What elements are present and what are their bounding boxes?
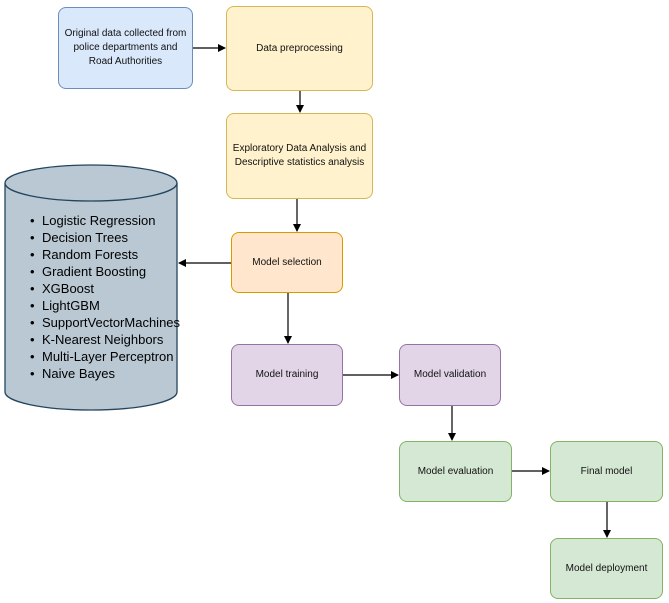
- model-item: Random Forests: [30, 246, 190, 263]
- node-data-preprocessing: Data preprocessing: [226, 6, 373, 91]
- model-item: K-Nearest Neighbors: [30, 331, 190, 348]
- node-original-data: Original data collected from police depa…: [58, 7, 193, 89]
- node-model-validation: Model validation: [399, 344, 501, 406]
- model-item: LightGBM: [30, 297, 190, 314]
- node-model-training-label: Model training: [255, 369, 319, 380]
- node-model-evaluation-label: Model evaluation: [417, 465, 494, 477]
- model-list: Logistic Regression Decision Trees Rando…: [30, 212, 190, 382]
- node-eda: Exploratory Data Analysis and Descriptiv…: [226, 113, 373, 199]
- model-item: SupportVectorMachines: [30, 314, 190, 331]
- node-model-deployment-label: Model deployment: [565, 562, 648, 574]
- node-model-deployment: Model deployment: [550, 538, 663, 599]
- model-item: Gradient Boosting: [30, 263, 190, 280]
- node-original-data-label: Original data collected from police depa…: [64, 28, 187, 67]
- model-item: XGBoost: [30, 280, 190, 297]
- model-item: Decision Trees: [30, 229, 190, 246]
- node-model-selection: Model selection: [231, 232, 343, 293]
- node-data-preprocessing-label: Data preprocessing: [256, 42, 343, 54]
- node-model-validation-label: Model validation: [413, 369, 487, 380]
- model-item: Logistic Regression: [30, 212, 190, 229]
- node-model-training: Model training: [231, 344, 343, 406]
- node-model-selection-label: Model selection: [252, 256, 322, 268]
- node-model-evaluation: Model evaluation: [399, 441, 512, 502]
- model-item: Multi-Layer Perceptron: [30, 348, 190, 365]
- node-eda-label: Exploratory Data Analysis and Descriptiv…: [232, 143, 367, 168]
- node-final-model: Final model: [550, 441, 663, 502]
- model-item: Naive Bayes: [30, 365, 190, 382]
- node-final-model-label: Final model: [580, 465, 633, 477]
